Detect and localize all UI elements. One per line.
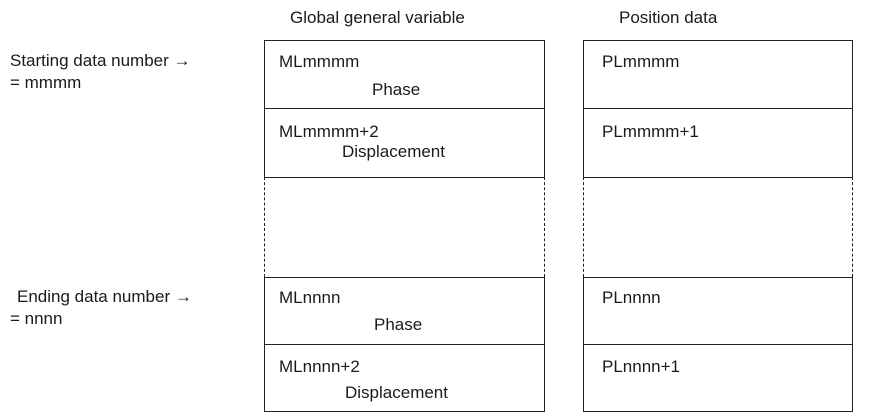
global-cell-mlnnnn-2: MLnnnn+2 Displacement (264, 344, 545, 412)
global-cell-mlmmmm: MLmmmm Phase (264, 40, 545, 108)
position-cell-plmmmm: PLmmmm (583, 40, 853, 108)
cell-sub: Displacement (345, 383, 448, 402)
cell-name: MLmmmm (279, 52, 360, 71)
position-cell-plnnnn: PLnnnn (583, 277, 853, 344)
cell-name: PLmmmm+1 (602, 122, 699, 141)
ending-data-number-label: Ending data number → (17, 287, 192, 306)
cell-sub: Displacement (342, 142, 445, 161)
position-cell-plmmmm-1: PLmmmm+1 (583, 108, 853, 177)
cell-sub: Phase (372, 80, 421, 99)
cell-name: MLmmmm+2 (279, 122, 379, 141)
cell-name: PLnnnn+1 (602, 357, 680, 376)
cell-sub: Phase (374, 315, 423, 334)
header-global-variable: Global general variable (290, 8, 465, 27)
cell-name: PLmmmm (602, 52, 680, 71)
cell-name: MLnnnn (279, 288, 341, 307)
position-ellipsis-gap (583, 177, 853, 277)
ending-data-number-value: = nnnn (10, 309, 63, 328)
position-cell-plnnnn-1: PLnnnn+1 (583, 344, 853, 412)
starting-data-number-value: = mmmm (10, 73, 82, 92)
cell-name: MLnnnn+2 (279, 357, 360, 376)
header-position-data: Position data (619, 8, 718, 27)
starting-data-number-label: Starting data number → (10, 51, 191, 70)
cell-name: PLnnnn (602, 288, 661, 307)
global-cell-mlmmmm-2: MLmmmm+2 Displacement (264, 108, 545, 177)
global-cell-mlnnnn: MLnnnn Phase (264, 277, 545, 344)
global-ellipsis-gap (264, 177, 545, 277)
